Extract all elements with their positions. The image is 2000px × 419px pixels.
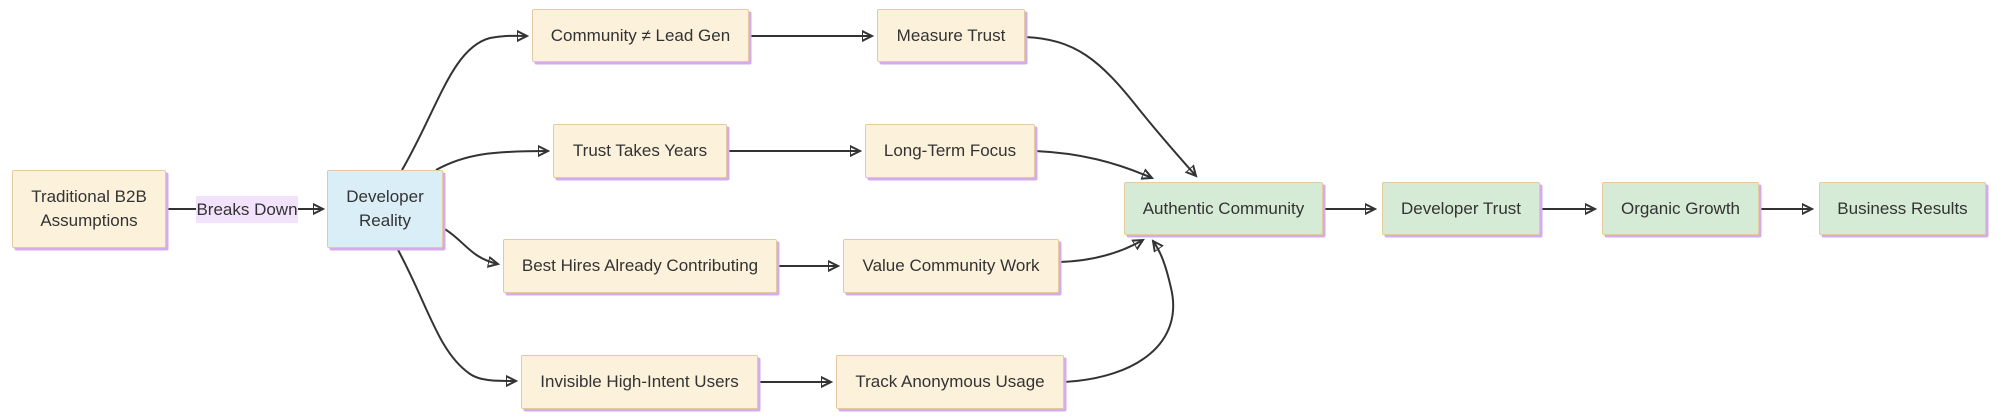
node-invisible-high-intent-users: Invisible High-Intent Users	[521, 355, 758, 409]
edge-value-community-work-to-authentic-community	[1058, 240, 1143, 263]
node-developer-trust: Developer Trust	[1382, 182, 1540, 235]
edge-developer-reality-to-best-hires	[442, 227, 498, 264]
node-organic-growth: Organic Growth	[1602, 182, 1759, 235]
edge-measure-trust-to-authentic-community	[1024, 36, 1196, 176]
node-developer-reality: Developer Reality	[327, 170, 443, 248]
node-value-community-work: Value Community Work	[843, 239, 1059, 293]
edge-developer-reality-to-trust-takes-years	[435, 151, 548, 171]
node-business-results: Business Results	[1819, 182, 1986, 235]
node-authentic-community: Authentic Community	[1124, 182, 1323, 235]
edge-developer-reality-to-community-not-lead-gen	[401, 36, 527, 171]
edge-label-breaks-down: Breaks Down	[196, 196, 298, 223]
edge-track-anonymous-usage-to-authentic-community	[1063, 241, 1175, 383]
node-measure-trust: Measure Trust	[877, 9, 1025, 62]
node-community-not-lead-gen: Community ≠ Lead Gen	[532, 9, 749, 62]
node-track-anonymous-usage: Track Anonymous Usage	[836, 355, 1064, 409]
edge-developer-reality-to-invisible-users	[396, 247, 516, 381]
node-traditional-b2b-assumptions: Traditional B2B Assumptions	[12, 170, 166, 248]
edge-long-term-focus-to-authentic-community	[1034, 150, 1152, 178]
node-trust-takes-years: Trust Takes Years	[553, 124, 727, 178]
node-best-hires-already-contributing: Best Hires Already Contributing	[503, 239, 777, 293]
node-long-term-focus: Long-Term Focus	[865, 124, 1035, 178]
